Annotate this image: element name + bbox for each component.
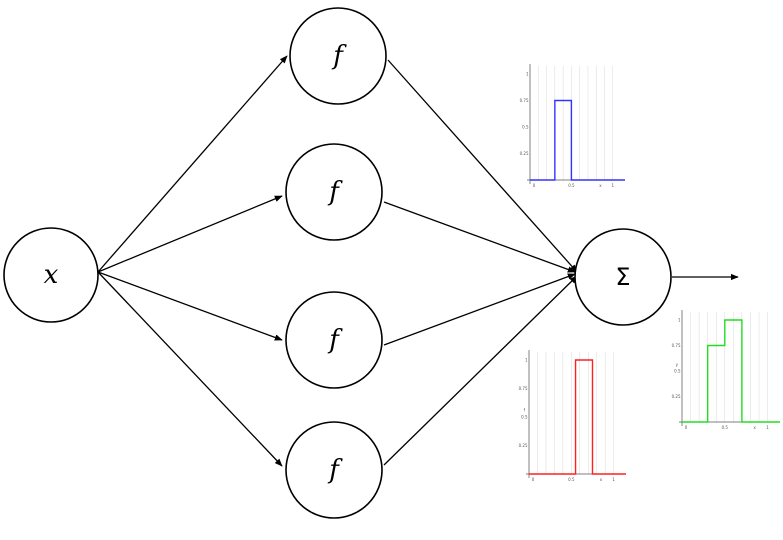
blue-step-plot: 1 0.75 0.5 0.25 0 0.5 1 x — [520, 64, 625, 188]
y-tick-label: 0.75 — [519, 386, 528, 391]
input-node: x — [3, 227, 99, 323]
x-axis-label: x — [754, 425, 757, 430]
y-tick-label: 0.25 — [672, 394, 681, 399]
red-step-plot: 1 0.75 0.5 0.25 0 0.5 1 x f — [519, 350, 626, 482]
x-tick-label: 0.5 — [722, 425, 729, 430]
step-line — [530, 99, 625, 181]
x-tick-label: 1 — [612, 183, 615, 188]
step-line — [529, 359, 626, 475]
y-tick-label: 1 — [678, 318, 681, 323]
hidden-node-4: f — [285, 421, 383, 519]
x-tick-label: 0.5 — [568, 477, 575, 482]
y-tick-label: 0.5 — [674, 369, 681, 374]
x-axis-label: x — [599, 183, 602, 188]
y-tick-label: 0.75 — [520, 98, 529, 103]
x-axis-label: x — [600, 477, 603, 482]
y-tick-label: 1 — [525, 358, 528, 363]
hidden-node-1: f — [289, 7, 387, 105]
x-tick-label: 0 — [532, 477, 535, 482]
edge-hidden-2-sum — [383, 201, 576, 273]
y-tick-label: 1 — [526, 72, 529, 77]
step-line — [682, 319, 780, 423]
x-tick-label: 0.5 — [568, 183, 575, 188]
green-step-plot: 1 0.75 0.5 0.25 0 0.5 1 x y — [672, 310, 780, 430]
edge-hidden-1-sum — [387, 59, 578, 273]
hidden-node-2: f — [285, 143, 383, 241]
x-tick-label: 0 — [533, 183, 536, 188]
edge-input-hidden-2 — [97, 195, 283, 273]
edge-input-hidden-4 — [97, 271, 283, 467]
y-tick-label: 0.75 — [672, 343, 681, 348]
edge-hidden-4-sum — [383, 275, 578, 466]
y-axis-label: y — [676, 362, 679, 367]
y-tick-label: 0.25 — [520, 151, 529, 156]
x-tick-label: 0 — [685, 425, 688, 430]
y-axis-label: f — [524, 407, 526, 412]
edge-input-hidden-1 — [97, 55, 288, 273]
sum-node-label: Σ — [615, 263, 630, 291]
x-tick-label: 1 — [612, 477, 615, 482]
edge-hidden-3-sum — [383, 273, 576, 346]
input-node-label: x — [44, 260, 59, 290]
y-tick-label: 0.5 — [522, 125, 529, 130]
y-tick-label: 0.25 — [519, 443, 528, 448]
x-tick-label: 1 — [766, 425, 769, 430]
hidden-node-3: f — [285, 291, 383, 389]
sum-node: Σ — [574, 228, 672, 326]
edge-input-hidden-3 — [97, 271, 283, 341]
y-tick-label: 0.5 — [521, 415, 528, 420]
